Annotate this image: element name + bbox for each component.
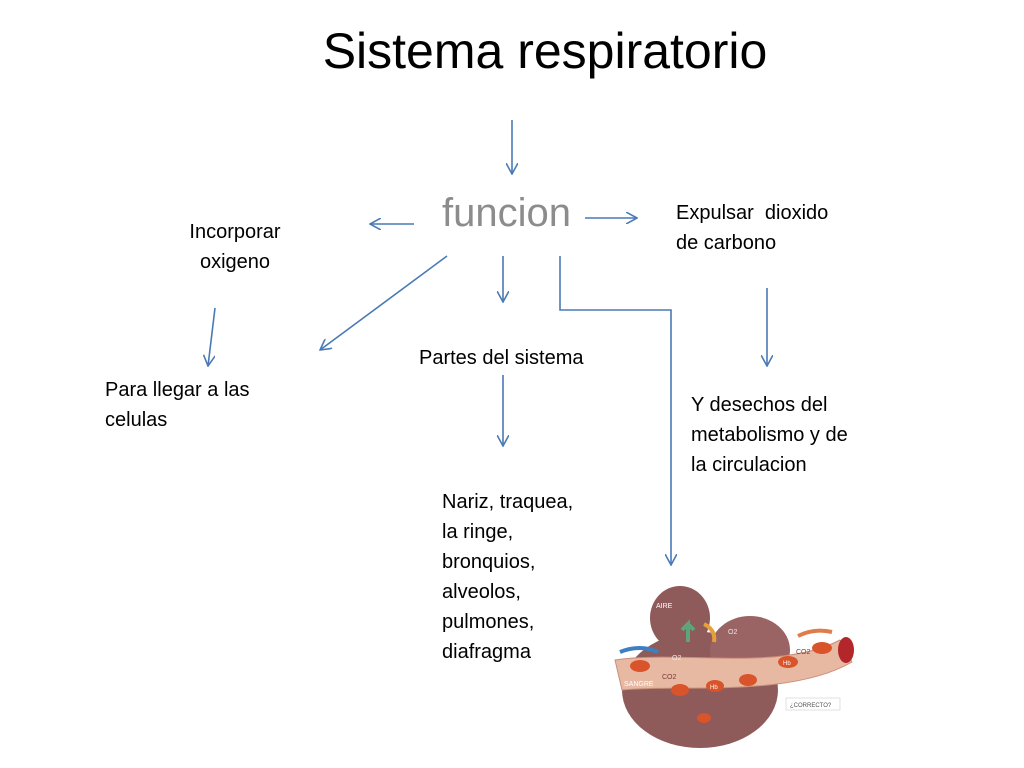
node-line: oxigeno — [199, 251, 271, 273]
desechos-node: Y desechos del metabolismo y de la circu… — [691, 390, 891, 480]
funcion-node: funcion — [442, 191, 571, 235]
page-title: Sistema respiratorio — [322, 23, 768, 79]
arrow-funcion-to-illustration — [559, 256, 671, 565]
partes-list-node: Nariz, traquea, la ringe, bronquios, alv… — [442, 487, 612, 667]
vessel-opening — [838, 637, 854, 663]
red-blood-cell — [697, 713, 711, 723]
co2-mark: CO2 — [796, 649, 811, 656]
partes-sistema-node: Partes del sistema — [419, 347, 584, 369]
o2-mark: O2 — [728, 629, 737, 636]
arrow-funcion-to-para-llegar — [320, 255, 448, 350]
incorporar-oxigeno-node: Incorporar oxigeno — [170, 217, 300, 277]
hb-mark: Hb — [783, 661, 791, 667]
red-blood-cell — [706, 680, 724, 692]
correcto-box — [785, 697, 841, 711]
node-line: Incorporar — [189, 221, 281, 243]
blood-out-arrow — [797, 628, 833, 638]
expulsar-dioxido-node: Expulsar dioxido de carbono — [676, 198, 876, 258]
blood-in-arrow — [619, 646, 659, 654]
oxygen-flow-arrow — [680, 619, 696, 642]
arrow-incorporar-to-para-llegar — [208, 307, 216, 366]
node-line: Para llegar a las — [105, 379, 250, 401]
node-line: celulas — [105, 409, 168, 431]
red-blood-cell — [778, 656, 798, 668]
o2-mark: O2 — [672, 655, 681, 662]
node-line: Expulsar dioxido — [676, 202, 829, 224]
node-line: la circulacion — [691, 454, 807, 476]
aire-label: AIRE — [656, 603, 673, 610]
hb-mark: Hb — [710, 685, 718, 691]
node-line: pulmones, — [442, 611, 535, 633]
node-line: alveolos, — [442, 581, 521, 603]
alveolus-neck — [650, 586, 710, 650]
red-blood-cell — [630, 660, 650, 672]
alveolus-illustration: AIRE SANGRE ¿CORRECTO? O2 O2 CO2 CO2 Hb … — [614, 586, 854, 748]
node-line: Y desechos del — [691, 394, 828, 416]
node-line: Nariz, traquea, — [442, 491, 574, 513]
red-blood-cell — [671, 684, 689, 696]
correcto-label: ¿CORRECTO? — [790, 703, 832, 709]
red-blood-cell — [812, 642, 832, 654]
node-line: bronquios, — [442, 551, 536, 573]
node-line: metabolismo y de — [691, 424, 848, 446]
para-llegar-node: Para llegar a las celulas — [105, 375, 305, 435]
node-line: de carbono — [676, 232, 777, 254]
node-line: la ringe, — [442, 521, 514, 543]
red-blood-cell — [739, 674, 757, 686]
co2-flow-arrow — [703, 622, 717, 643]
sangre-label: SANGRE — [624, 681, 654, 688]
node-line: diafragma — [442, 641, 531, 663]
co2-mark: CO2 — [662, 674, 677, 681]
